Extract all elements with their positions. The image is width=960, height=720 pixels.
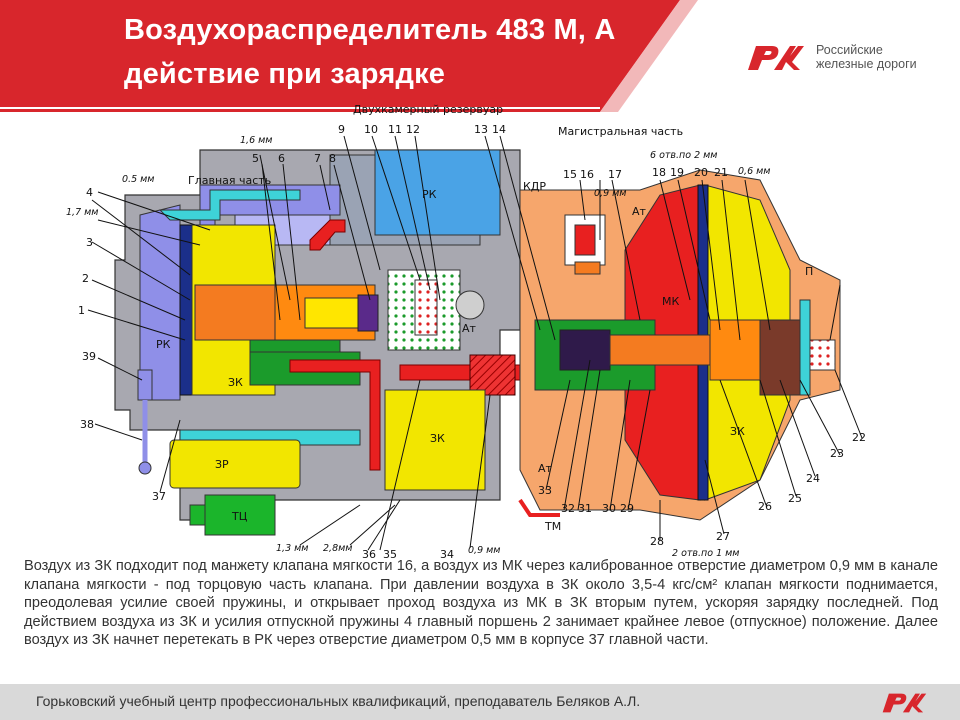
part-5: 5 [252, 152, 259, 165]
softness-valve-kdr: КДР Ат [523, 180, 647, 275]
part-27: 27 [716, 530, 730, 543]
reservoir-zr: ЗР [169, 439, 301, 489]
part-12: 12 [406, 123, 420, 136]
main-piston-assembly: ЗК [179, 224, 379, 396]
reservoir-zr-label: ЗР [215, 458, 229, 471]
footer-bar: Горьковский учебный центр профессиональн… [0, 684, 960, 720]
tm-label: ТМ [544, 520, 561, 533]
logo-text-line-2: железные дороги [816, 57, 917, 71]
part-14: 14 [492, 123, 506, 136]
part-18: 18 [652, 166, 666, 179]
part-16: 16 [580, 168, 594, 181]
heading-magistral-part: Магистральная часть [558, 125, 683, 138]
chamber-rk-top: РК [374, 149, 501, 236]
brake-cylinder-tc-label: ТЦ [231, 510, 248, 523]
rzd-logo-mark [748, 46, 804, 70]
rzd-logo: Российские железные дороги [746, 40, 936, 80]
part-24: 24 [806, 472, 820, 485]
part-6: 6 [278, 152, 285, 165]
dim-0-5mm: 0.5 мм [122, 174, 154, 185]
part-8: 8 [329, 152, 336, 165]
part-11: 11 [388, 123, 402, 136]
part-32: 32 [561, 502, 575, 515]
page-title-line-2: действие при зарядке [124, 58, 446, 90]
part-23: 23 [830, 447, 844, 460]
main-valve-magistral: П [534, 265, 836, 396]
chamber-rk-left-label: РК [156, 338, 171, 351]
leader-lines [87, 135, 863, 551]
page-title-line-1: Воздухораспределитель 483 М, А [124, 14, 616, 46]
part-9: 9 [338, 123, 345, 136]
p-label: П [805, 265, 813, 278]
chamber-zk-lower-label: ЗК [430, 432, 445, 445]
release-lever-38 [137, 369, 153, 475]
brake-cylinder-tc: ТЦ [189, 494, 276, 536]
dim-0-9mm-top: 0,9 мм [594, 188, 626, 199]
part-26: 26 [758, 500, 772, 513]
part-36: 36 [362, 548, 376, 560]
part-33: 33 [538, 484, 552, 497]
dim-2-holes: 2 отв.по 1 мм [672, 548, 739, 559]
dim-1-3mm: 1,3 мм [276, 543, 308, 554]
chamber-zk-lower: ЗК [384, 389, 486, 491]
heading-two-chamber-reservoir: Двухкамерный резервуар [353, 103, 503, 116]
footer-text: Горьковский учебный центр профессиональн… [36, 693, 641, 709]
dim-1-7mm: 1,7 мм [66, 207, 98, 218]
part-17: 17 [608, 168, 622, 181]
zk-channels [289, 219, 521, 471]
at-label-1: Ат [462, 322, 477, 335]
part-21: 21 [714, 166, 728, 179]
rzd-logo-footer [882, 693, 927, 713]
part-20: 20 [694, 166, 708, 179]
part-15: 15 [563, 168, 577, 181]
dim-1-6mm: 1,6 мм [240, 135, 272, 146]
part-13: 13 [474, 123, 488, 136]
header-banner: Воздухораспределитель 483 М, А действие … [0, 0, 960, 112]
dim-2-8mm: 2,8мм [323, 543, 352, 554]
chamber-zk-main-label: ЗК [228, 376, 243, 389]
part-35: 35 [383, 548, 397, 560]
rk-channel [158, 189, 301, 221]
chamber-zk-right-label: ЗК [730, 425, 745, 438]
part-38: 38 [80, 418, 94, 431]
part-31: 31 [578, 502, 592, 515]
brake-line-tm: ТМ Ат [518, 462, 561, 533]
chamber-mk-label: МК [662, 295, 679, 308]
dim-0-9mm-bottom: 0,9 мм [468, 545, 500, 556]
part-2: 2 [82, 272, 89, 285]
part-37: 37 [152, 490, 166, 503]
part-34: 34 [440, 548, 454, 560]
description-text: Воздух из ЗК подходит под манжету клапан… [24, 558, 938, 648]
part-19: 19 [670, 166, 684, 179]
chamber-rk-left: РК [139, 184, 341, 401]
part-30: 30 [602, 502, 616, 515]
kdr-label: КДР [523, 180, 546, 193]
at-label-3: Ат [538, 462, 553, 475]
part-1: 1 [78, 304, 85, 317]
air-distributor-diagram: РК РК ЗК Ат ЗК [66, 103, 866, 560]
part-3: 3 [86, 236, 93, 249]
part-25: 25 [788, 492, 802, 505]
valve-block-center: Ат [387, 269, 485, 351]
header-background [0, 0, 698, 112]
heading-main-part: Главная часть [188, 174, 271, 187]
part-7: 7 [314, 152, 321, 165]
dim-6-holes: 6 отв.по 2 мм [650, 150, 717, 161]
part-39: 39 [82, 350, 96, 363]
chamber-rk-top-label: РК [422, 188, 437, 201]
part-29: 29 [620, 502, 634, 515]
part-28: 28 [650, 535, 664, 548]
part-4: 4 [86, 186, 93, 199]
part-10: 10 [364, 123, 378, 136]
dim-0-6mm: 0,6 мм [738, 166, 770, 177]
at-label-2: Ат [632, 205, 647, 218]
part-22: 22 [852, 431, 866, 444]
logo-text-line-1: Российские [816, 43, 883, 57]
